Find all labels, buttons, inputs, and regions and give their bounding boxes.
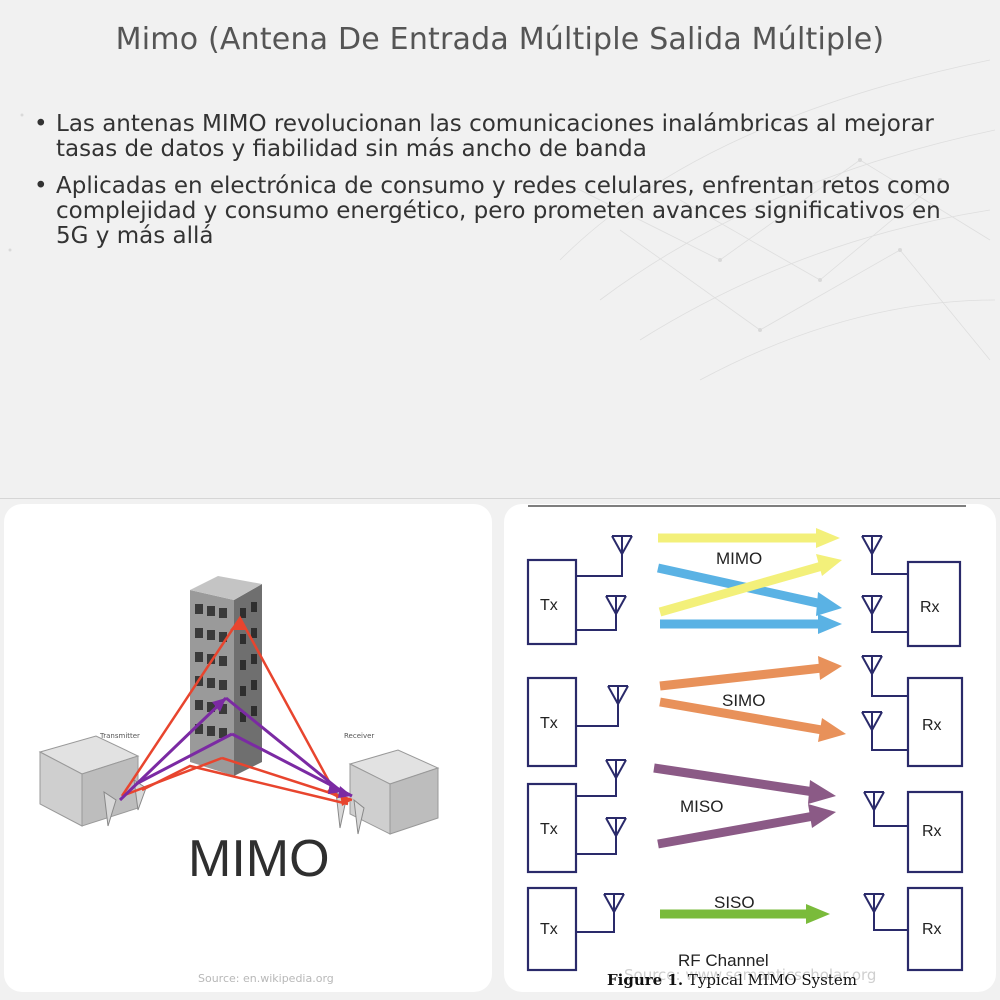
receiver-antenna <box>353 798 365 835</box>
mimo-big-label: MIMO <box>188 830 330 888</box>
building-roof <box>190 576 262 600</box>
rx-label: Rx <box>920 599 940 616</box>
bullet-marker: • <box>34 111 48 137</box>
bullet-item: • Aplicadas en electrónica de consumo y … <box>34 174 964 249</box>
rx-box <box>906 676 964 768</box>
mimo-system-diagram: Tx Rx MIMO Tx Rx <box>526 505 966 972</box>
transmitter-label: Transmitter <box>99 732 140 740</box>
bullet-list: • Las antenas MIMO revolucionan las comu… <box>34 112 964 261</box>
rx-box <box>906 560 962 648</box>
transmitter-antenna <box>103 790 117 827</box>
receiver-box-side <box>389 767 439 835</box>
rx-label: Rx <box>922 717 942 734</box>
mimo-illustration-card: Transmitter Receiver MIMO <box>4 504 492 992</box>
tx-label: Tx <box>540 921 558 938</box>
receiver-label: Receiver <box>344 732 374 740</box>
figure-number: Figure 1. <box>607 971 684 989</box>
left-image-source: Source: en.wikipedia.org <box>198 972 334 985</box>
figure-caption: Figure 1. Typical MIMO System <box>607 971 857 989</box>
figure-caption-text: Typical MIMO System <box>683 971 857 989</box>
simo-row: Tx Rx SIMO <box>526 655 964 768</box>
rx-box <box>906 790 964 874</box>
background-network-pattern <box>8 59 996 381</box>
rx-label: Rx <box>922 823 942 840</box>
miso-row: Tx Rx MISO <box>526 759 964 874</box>
bullet-text: Aplicadas en electrónica de consumo y re… <box>56 173 951 249</box>
mode-label-miso: MISO <box>680 797 723 816</box>
right-image-source: Source: www.semanticscholar.org <box>624 966 877 984</box>
rf-channel-label: RF Channel <box>678 951 769 970</box>
mimo-row: Tx Rx MIMO <box>526 528 962 648</box>
tx-box <box>526 676 578 768</box>
mimo-system-diagram-card: Tx Rx MIMO Tx Rx <box>504 504 996 992</box>
rx-label: Rx <box>922 921 942 938</box>
bullet-marker: • <box>34 173 48 199</box>
tx-box <box>526 782 578 874</box>
tx-box <box>526 886 578 972</box>
page-title: Mimo (Antena De Entrada Múltiple Salida … <box>115 22 885 57</box>
bullet-item: • Las antenas MIMO revolucionan las comu… <box>34 112 964 162</box>
tx-box <box>526 558 578 646</box>
siso-row: Tx Rx SISO <box>526 886 964 972</box>
section-divider <box>0 498 1000 499</box>
mimo-illustration: Transmitter Receiver MIMO <box>38 576 440 888</box>
tx-label: Tx <box>540 597 558 614</box>
mode-label-mimo: MIMO <box>716 549 762 568</box>
bullet-text: Las antenas MIMO revolucionan las comuni… <box>56 111 934 162</box>
tx-label: Tx <box>540 715 558 732</box>
mode-label-siso: SISO <box>714 893 755 912</box>
mode-label-simo: SIMO <box>722 691 765 710</box>
tx-label: Tx <box>540 821 558 838</box>
